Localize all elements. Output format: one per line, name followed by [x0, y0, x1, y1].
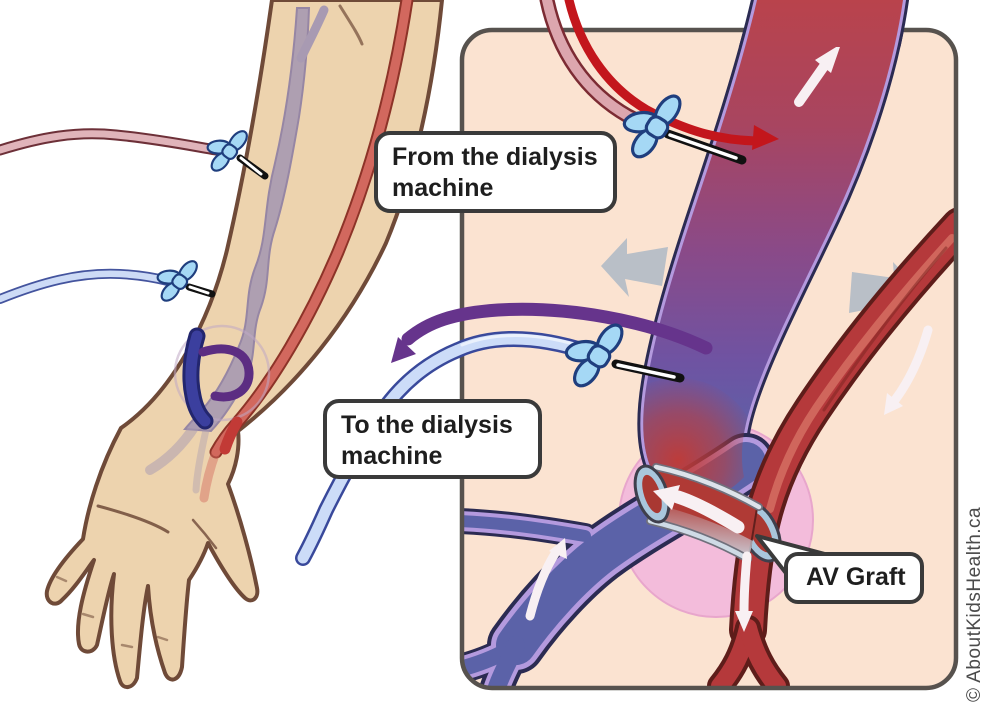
artery-lower-arrow [739, 551, 752, 617]
arm-tube-red [0, 128, 222, 156]
zoom-panel-border [459, 27, 959, 691]
label-line: To the dialysis [341, 411, 513, 439]
purple-flow-arrow [391, 302, 713, 363]
artery-down-arrow [890, 325, 933, 405]
knuckle-creases [55, 575, 169, 649]
arm-vein-fade-2 [192, 426, 210, 494]
label-line: AV Graft [806, 563, 906, 591]
thumb-crease [191, 518, 218, 550]
vein-lower-arrow [525, 547, 561, 621]
graft-wall-top [653, 464, 762, 510]
vein-up-arrow [794, 57, 832, 107]
artery [707, 207, 956, 688]
arm-vein-segment [185, 330, 211, 427]
elbow-crease [338, 4, 364, 46]
red-arrowhead [752, 125, 779, 150]
palm-crease [96, 504, 170, 534]
arm-graft-site [173, 324, 271, 455]
flow-arrows [525, 44, 933, 632]
zoom-panel-contents [462, 30, 956, 688]
dilation-arrow-left [601, 238, 668, 297]
watermark: © AboutKidsHealth.ca [964, 506, 985, 702]
graft-cuff-vein-end [633, 464, 671, 524]
purple-arrowhead [391, 337, 416, 363]
label-av-graft: AV Graft [784, 552, 924, 604]
label-from-dialysis-machine: From the dialysis machine [374, 131, 617, 213]
arm-vein-branch [296, 5, 329, 63]
graft-wall-bottom [647, 518, 751, 562]
label-line: From the dialysis [392, 143, 598, 171]
graft-site-circle [173, 324, 271, 422]
arm-artery-segment [219, 416, 243, 455]
arm-graft-loop [198, 344, 254, 402]
av-graft-tube [633, 463, 782, 563]
arm-vein-fade-1 [145, 421, 200, 475]
label-line: machine [392, 174, 494, 202]
arm-tube-blue [0, 268, 173, 304]
label-line: machine [341, 442, 443, 470]
arm-illustration [0, 0, 444, 689]
label-to-dialysis-machine: To the dialysis machine [323, 399, 542, 479]
graft-sheen [651, 504, 753, 557]
graft-flow-arrow [671, 490, 745, 534]
arm-needle-bottom [148, 249, 203, 311]
red-flow-line [564, 0, 779, 150]
